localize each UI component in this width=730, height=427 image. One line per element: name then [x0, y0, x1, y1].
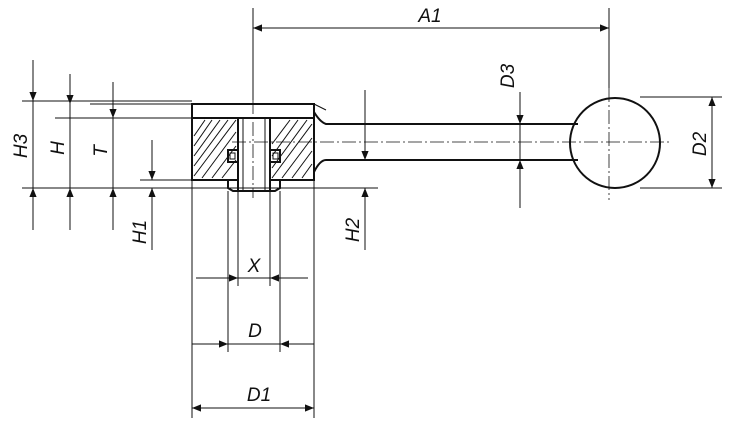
label-h1: H1 [130, 220, 151, 244]
dimension-a1: A1 [253, 6, 609, 32]
label-h2: H2 [343, 217, 364, 242]
label-a1: A1 [417, 6, 441, 27]
extension-lines [22, 8, 722, 418]
label-h: H [48, 141, 69, 155]
dimension-h3: H3 [11, 60, 37, 230]
lever-neck-lower [313, 159, 578, 173]
part-outline [191, 88, 670, 200]
dimension-t: T [91, 82, 117, 230]
dimension-d2: D2 [690, 97, 716, 188]
ball-knob [569, 97, 661, 189]
spring-right [272, 152, 279, 160]
dimension-h2: H2 [340, 90, 378, 250]
lever-neck [313, 111, 578, 125]
dimension-x: X [196, 256, 308, 282]
dimension-d3: D3 [498, 63, 524, 208]
spring-left [229, 152, 236, 160]
hub-spigot [227, 180, 281, 192]
dimension-h: H [48, 74, 74, 230]
label-d3: D3 [498, 63, 519, 88]
dimension-d1: D1 [192, 385, 314, 412]
bore-blank [239, 119, 269, 190]
neck-chamfer [313, 103, 327, 111]
locking-pawl-right [270, 149, 281, 163]
label-h3: H3 [11, 133, 32, 158]
label-d2: D2 [690, 131, 711, 156]
label-d: D [248, 321, 262, 342]
dimension-d: D [192, 321, 314, 348]
section-hatching [193, 119, 313, 179]
dimension-h1: H1 [130, 140, 156, 250]
label-x: X [247, 256, 262, 277]
label-d1: D1 [247, 385, 271, 406]
label-t: T [91, 144, 112, 157]
